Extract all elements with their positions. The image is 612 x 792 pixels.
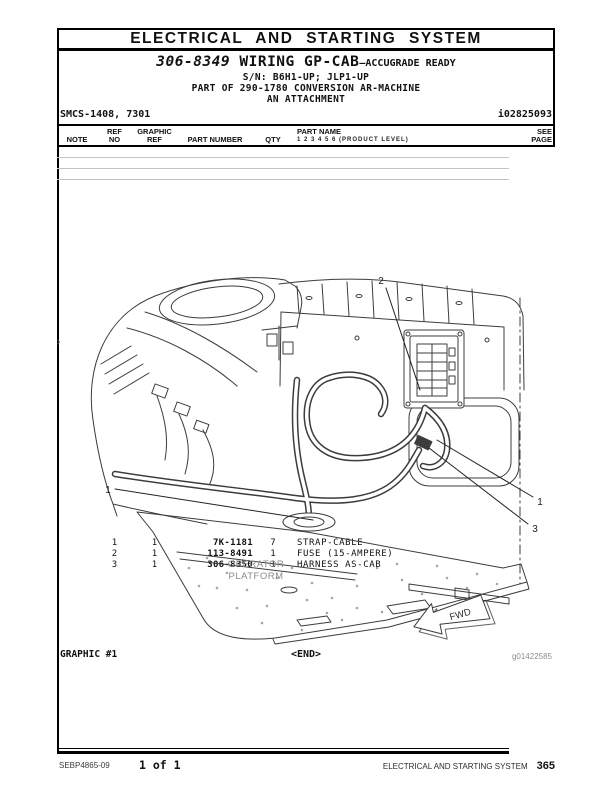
floor-grommet [282, 512, 336, 532]
graphic-number-label: GRAPHIC #1 [60, 649, 118, 660]
part-of-line: PART OF 290-1780 CONVERSION AR-MACHINE [191, 83, 421, 94]
serial-number-line: S/N: B6H1-UP; JLP1-UP [242, 72, 370, 83]
title-block: 306-8349 WIRING GP-CAB–ACCUGRADE READY S… [57, 54, 555, 105]
graphic-ref: 1 [151, 538, 158, 548]
svg-text:PLATFORM: PLATFORM [228, 571, 283, 582]
attachment-line: AN ATTACHMENT [266, 94, 346, 105]
col-part-number: PART NUMBER [187, 135, 243, 144]
section-banner: ELECTRICAL AND STARTING SYSTEM [57, 28, 555, 51]
qty: 1 [270, 549, 276, 559]
harness-clamp [414, 434, 433, 451]
part-name: FUSE (15-AMPERE) [297, 549, 394, 559]
callouts [114, 287, 534, 525]
part-name: HARNESS AS-CAB [297, 560, 382, 570]
footer-page-number: 365 [536, 760, 555, 772]
part-title-suffix: –ACCUGRADE READY [359, 58, 456, 69]
col-part-name: PART NAME 1 2 3 4 5 6 (PRODUCT LEVEL) [293, 128, 509, 144]
callout-2: 2 [378, 276, 384, 287]
section-banner-title: ELECTRICAL AND STARTING SYSTEM [130, 30, 482, 47]
callout-1-left: 1 [105, 485, 111, 496]
ref-no: 2 [111, 549, 118, 559]
bolt-holes [187, 556, 499, 632]
operator-platform-floor [136, 511, 530, 645]
footer-section-title: ELECTRICAL AND STARTING SYSTEM [382, 762, 528, 771]
qty: 1 [270, 560, 276, 570]
end-marker: <END> [290, 649, 322, 660]
doc-id: i02825093 [497, 109, 552, 120]
table-row: 1 1 7K-1181 7 STRAP-CABLE [57, 147, 612, 792]
graphic-image-id: g01422585 [511, 652, 552, 661]
part-number: 7K-1181 [212, 538, 253, 548]
col-qty: QTY [265, 135, 281, 144]
svg-text:OPERATOR: OPERATOR [228, 559, 284, 570]
graphic-ref: 1 [151, 560, 158, 570]
platform-label: OPERATOR PLATFORM [228, 559, 284, 582]
part-title: 306-8349 WIRING GP-CAB–ACCUGRADE READY [57, 54, 555, 72]
ref-no: 1 [111, 538, 118, 548]
part-number: 113-8491 [207, 549, 253, 559]
wiring-illustration: OPERATOR PLATFORM 2 1 1 3 FWD [57, 276, 543, 645]
part-title-number: 306-8349 [156, 54, 231, 70]
qty: 7 [270, 538, 276, 548]
fwd-arrow: FWD [413, 594, 496, 640]
smcs-row: SMCS-1408, 7301 i02825093 [57, 109, 555, 120]
ref-no: 3 [111, 560, 118, 570]
page-footer: SEBP4865-09 1 of 1 ELECTRICAL AND STARTI… [57, 758, 555, 778]
col-note: NOTE [66, 135, 88, 144]
footer-doc-code: SEBP4865-09 [59, 761, 110, 770]
left-console [90, 277, 303, 525]
table-row: 2 1 113-8491 1 FUSE (15-AMPERE) [57, 158, 612, 792]
part-name: STRAP-CABLE [297, 538, 364, 548]
cab-rear-wall [57, 278, 525, 391]
smcs-code: SMCS-1408, 7301 [60, 109, 151, 120]
col-part-name-sub: 1 2 3 4 5 6 (PRODUCT LEVEL) [297, 137, 409, 143]
part-title-name: WIRING GP-CAB [239, 54, 360, 70]
callout-3: 3 [532, 524, 538, 535]
callout-1-right: 1 [537, 497, 543, 508]
cab-harness [111, 371, 451, 532]
graphic-ref: 1 [151, 549, 158, 559]
table-row: 3 1 306-8350 1 HARNESS AS-CAB [57, 169, 612, 792]
footer-page-count: 1 of 1 [139, 758, 181, 772]
